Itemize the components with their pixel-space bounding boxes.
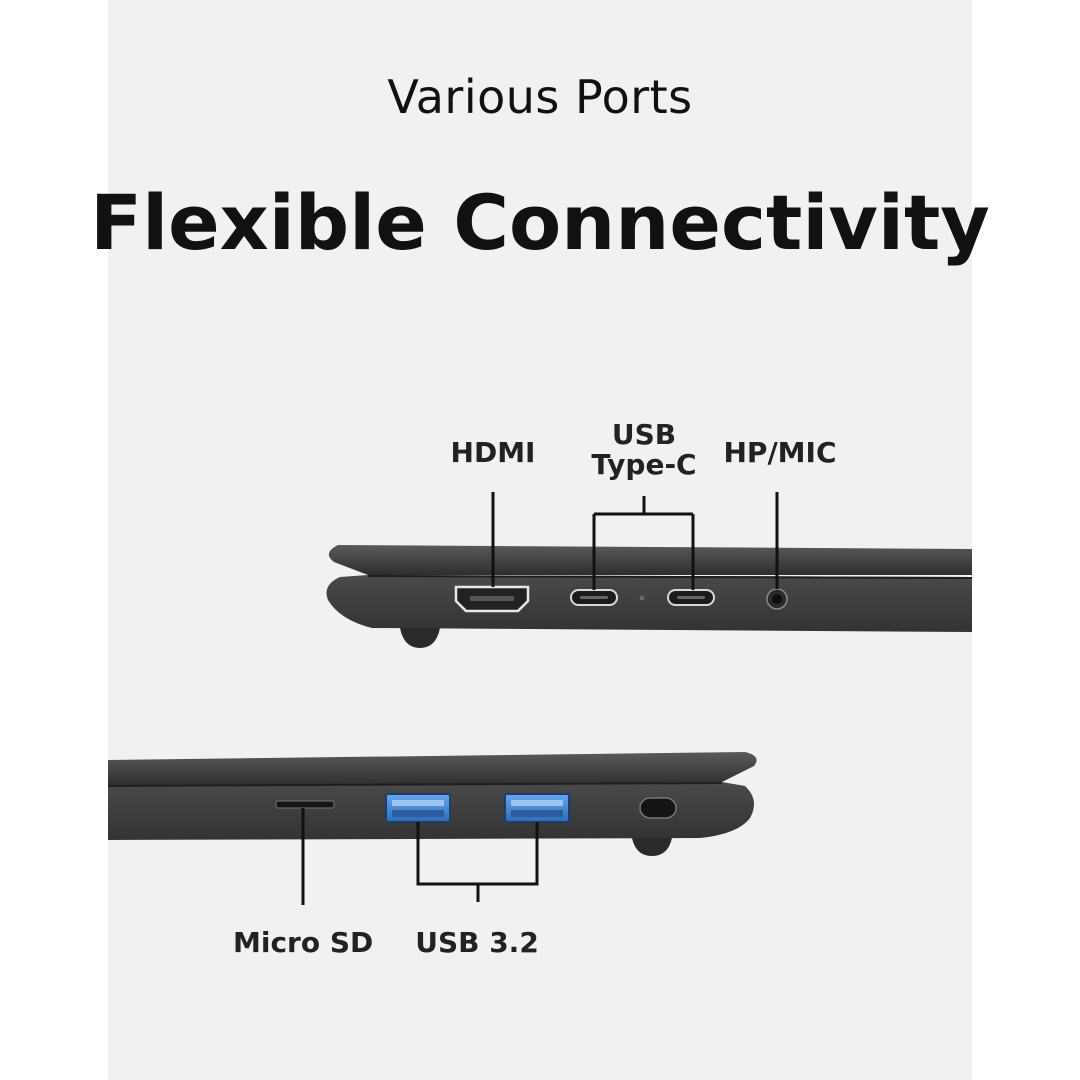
laptop-left-side [107, 752, 757, 905]
status-led [639, 595, 645, 601]
hp-mic-label: HP/MIC [723, 436, 837, 469]
usb-type-c-label-line1: USB [611, 418, 677, 451]
top-laptop-lid [328, 545, 972, 575]
usb-3-2-leader [416, 822, 539, 902]
usb-3-2-label: USB 3.2 [415, 926, 539, 959]
usb-a-port-1 [385, 793, 451, 823]
laptop-right-side [326, 492, 973, 648]
section-headline: Flexible Connectivity [90, 178, 990, 267]
usb-type-c-label: USB Type-C [584, 420, 704, 480]
usb-c-leader [592, 496, 695, 590]
top-laptop-base [326, 575, 972, 632]
bottom-laptop-lid [108, 752, 757, 786]
hdmi-label: HDMI [450, 436, 536, 469]
usb-type-c-label-line2: Type-C [591, 448, 697, 481]
security-lock-slot [639, 797, 677, 819]
usb-a-port-2 [504, 793, 570, 823]
micro-sd-slot [275, 800, 335, 809]
top-laptop-foot [400, 628, 440, 648]
section-eyebrow: Various Ports [387, 70, 693, 124]
product-panel [108, 0, 972, 1080]
bottom-laptop-foot [632, 838, 672, 856]
micro-sd-label: Micro SD [233, 926, 374, 959]
